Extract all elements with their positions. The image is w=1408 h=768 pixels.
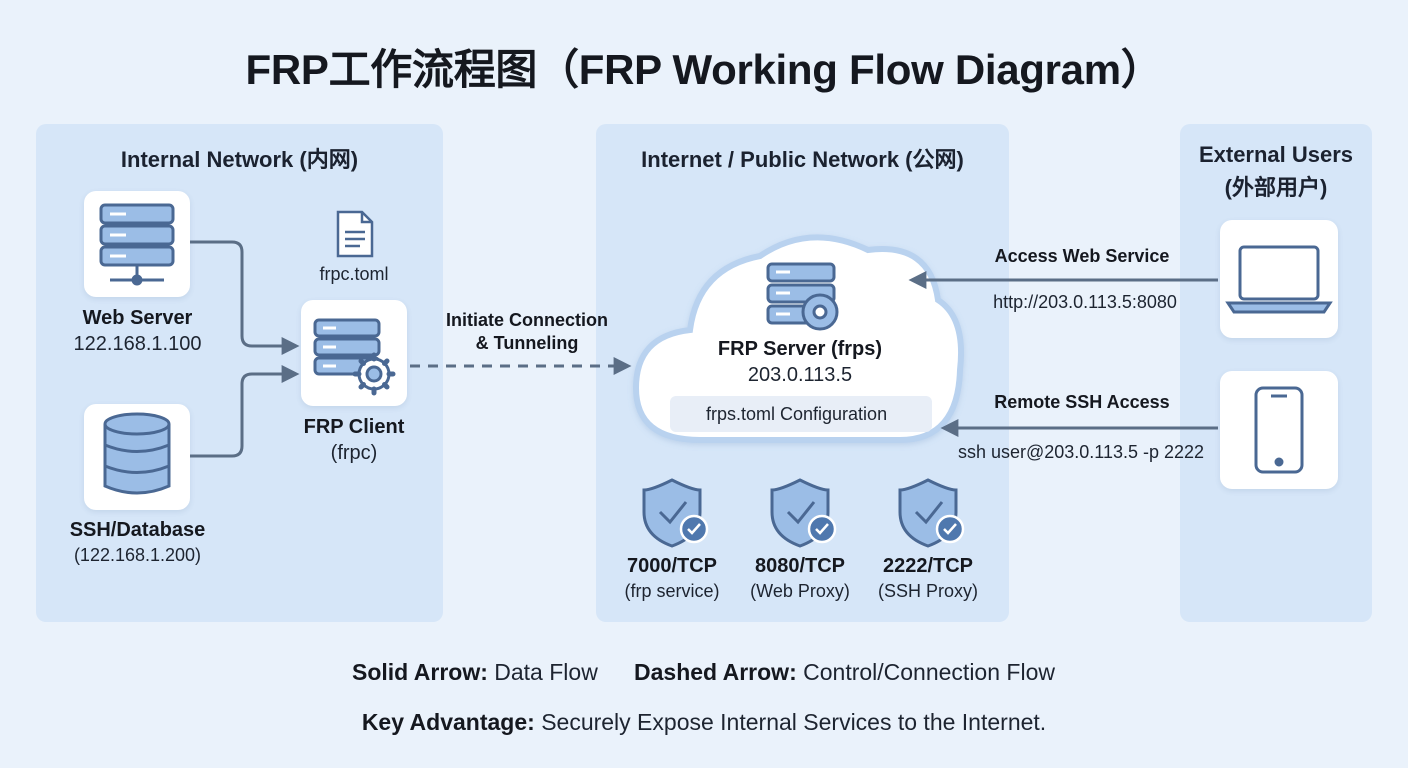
config-bar <box>670 396 932 432</box>
port-8080-label: 8080/TCP <box>754 555 846 577</box>
public-network-title: Internet / Public Network (公网) <box>641 147 964 172</box>
db-to-client-arrow <box>190 365 300 458</box>
page-title: FRP工作流程图（FRP Working Flow Diagram） <box>245 46 1163 93</box>
port-2222-label: 2222/TCP <box>882 555 974 577</box>
connection-label-line2: & Tunneling <box>475 333 579 353</box>
web-server-ip: 122.168.1.100 <box>73 333 202 355</box>
web-access-label: Access Web Service <box>994 246 1170 266</box>
web-to-client-arrow <box>190 240 300 355</box>
internal-network-title: Internal Network (内网) <box>120 147 359 172</box>
port-2222-desc: (SSH Proxy) <box>877 581 978 601</box>
port-7000-desc: (frp service) <box>624 581 720 601</box>
key-advantage-value: Securely Expose Internal Services to the… <box>541 709 1047 735</box>
port-8080-desc: (Web Proxy) <box>750 581 850 601</box>
key-advantage-key: Key Advantage: <box>361 709 535 735</box>
legend-dashed-value: Control/Connection Flow <box>803 659 1055 685</box>
connection-label-line1: Initiate Connection <box>446 310 608 330</box>
database-icon <box>103 412 171 495</box>
external-users-title: External Users <box>1198 142 1354 167</box>
ssh-access-label: Remote SSH Access <box>994 392 1170 412</box>
laptop-icon <box>1225 245 1333 314</box>
database-name: SSH/Database <box>69 519 206 541</box>
frps-config-label: frps.toml Configuration <box>706 404 888 424</box>
legend-dashed: Dashed Arrow: Control/Connection Flow <box>634 659 1055 686</box>
frp-server-cloud <box>632 234 965 443</box>
web-access-url[interactable]: http://203.0.113.5:8080 <box>993 292 1177 312</box>
key-advantage: Key Advantage: Securely Expose Internal … <box>0 709 1408 736</box>
shield-icon-7000 <box>642 478 709 548</box>
gear-icon <box>352 352 396 396</box>
legend-solid-value: Data Flow <box>494 659 598 685</box>
phone-icon <box>1254 386 1304 474</box>
web-server-name: Web Server <box>82 307 193 329</box>
disk-icon <box>801 293 839 331</box>
legend-solid: Solid Arrow: Data Flow <box>352 659 598 686</box>
document-icon <box>336 210 374 258</box>
legend-dashed-key: Dashed Arrow: <box>634 659 797 685</box>
frp-client-name: FRP Client <box>303 416 405 438</box>
legend-solid-key: Solid Arrow: <box>352 659 488 685</box>
shield-icon-2222 <box>898 478 965 548</box>
frp-server-name: FRP Server (frps) <box>717 338 883 360</box>
frp-server-ip: 203.0.113.5 <box>747 364 853 386</box>
database-ip: (122.168.1.200) <box>73 545 202 565</box>
frp-client-sub: (frpc) <box>330 442 378 464</box>
external-users-subtitle: (外部用户) <box>1224 175 1328 200</box>
frpc-config-label: frpc.toml <box>319 264 389 284</box>
port-7000-label: 7000/TCP <box>626 555 718 577</box>
ssh-access-command: ssh user@203.0.113.5 -p 2222 <box>957 442 1205 462</box>
shield-icon-8080 <box>770 478 837 548</box>
web-server-icon <box>99 203 175 286</box>
